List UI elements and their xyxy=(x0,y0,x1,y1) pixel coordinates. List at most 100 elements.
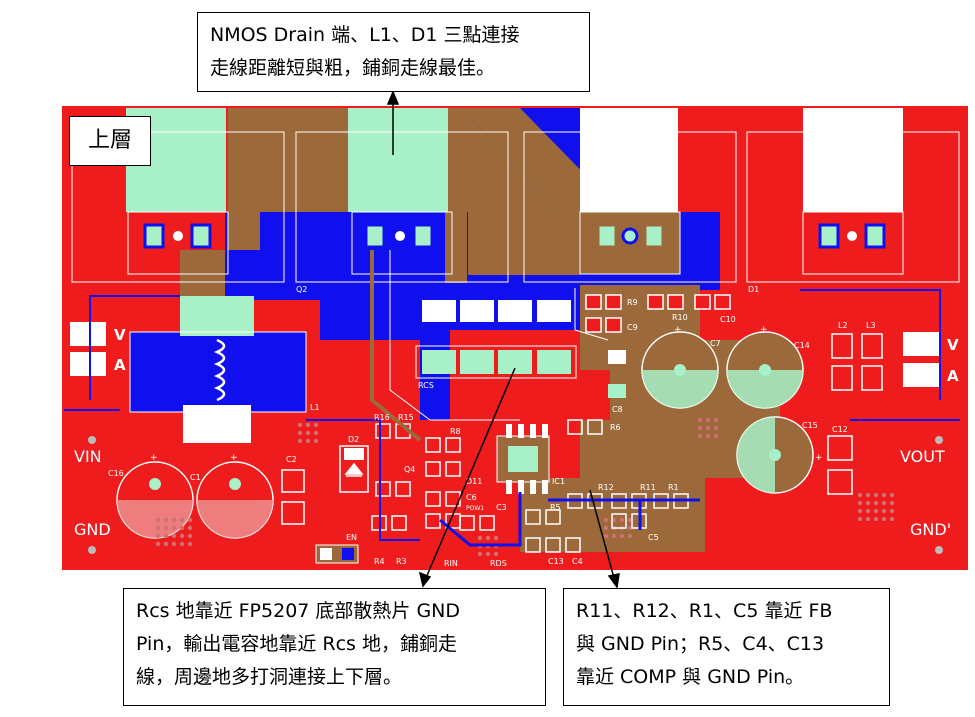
stitching-via xyxy=(865,492,871,498)
stitching-via xyxy=(313,438,319,444)
stitching-via xyxy=(881,516,887,522)
stitching-via xyxy=(477,535,483,541)
net-vin: VIN xyxy=(74,447,102,466)
stitching-via xyxy=(627,517,633,523)
stitching-via xyxy=(865,516,871,522)
net-v-right: V xyxy=(947,336,959,354)
to220-leg-pads xyxy=(143,223,886,249)
ref-pow1: POW1 xyxy=(466,505,484,512)
ref-d1: D1 xyxy=(748,285,759,294)
l1-pad-bottom xyxy=(183,405,251,443)
stitching-via xyxy=(179,517,185,523)
ref-c7: C7 xyxy=(710,339,721,348)
stitching-via xyxy=(155,517,161,523)
ref-c15: C15 xyxy=(802,421,818,430)
stitching-via xyxy=(619,517,625,523)
d-right-outline xyxy=(746,131,960,283)
q-left-outline xyxy=(71,131,285,283)
callout-bottom-right-line2: 與 GND Pin；R5、C4、C13 xyxy=(576,633,825,655)
stitching-via xyxy=(697,433,703,439)
callout-bottom-right-line3: 靠近 COMP 與 GND Pin。 xyxy=(576,666,805,688)
c-pad-white xyxy=(608,350,626,364)
stitching-via xyxy=(857,500,863,506)
stitching-via xyxy=(493,551,499,557)
stitching-via xyxy=(873,492,879,498)
ref-l1: L1 xyxy=(310,403,320,412)
q2-body xyxy=(351,211,453,275)
callout-top-line2: 走線距離短與粗，鋪銅走線最佳。 xyxy=(210,57,496,79)
net-a-right: A xyxy=(947,367,959,385)
stitching-via xyxy=(305,438,311,444)
ref-c8: C8 xyxy=(612,405,623,414)
q2-outline xyxy=(295,131,509,283)
ref-c6: C6 xyxy=(466,493,477,502)
l2-l3-outlines xyxy=(281,333,883,525)
ref-c4: C4 xyxy=(572,557,583,566)
r9-r10-c9-c10-pads xyxy=(585,294,731,333)
polarity-c7: + xyxy=(674,325,682,335)
ref-rcs: RCS xyxy=(418,381,434,390)
stitching-via xyxy=(705,425,711,431)
stitching-via xyxy=(485,535,491,541)
ref-c5: C5 xyxy=(648,533,659,542)
ref-ic1: IC1 xyxy=(552,477,565,486)
stitching-via xyxy=(857,492,863,498)
ic1-thermal-pad xyxy=(508,446,538,472)
stitching-via xyxy=(865,508,871,514)
ref-c13: C13 xyxy=(548,557,564,566)
stitching-via xyxy=(705,417,711,423)
stitching-via xyxy=(889,516,895,522)
top-copper-drain xyxy=(445,108,467,283)
stitching-via xyxy=(305,422,311,428)
ref-c1: C1 xyxy=(190,473,201,482)
ref-r10: R10 xyxy=(672,313,688,322)
polarity-c15: + xyxy=(815,453,823,463)
en-pin-1 xyxy=(320,548,332,560)
stitching-via xyxy=(163,517,169,523)
callout-top: NMOS Drain 端、L1、D1 三點連接 走線距離短與粗，鋪銅走線最佳。 xyxy=(197,12,590,92)
stitching-via xyxy=(297,422,303,428)
q-left-body xyxy=(127,211,229,275)
net-v-left: V xyxy=(114,326,126,344)
ref-l2: L2 xyxy=(838,321,848,330)
ref-d2: D2 xyxy=(348,435,359,444)
callout-bottom-left: Rcs 地靠近 FP5207 底部散熱片 GND Pin，輸出電容地靠近 Rcs… xyxy=(123,588,546,706)
net-a-left: A xyxy=(114,356,126,374)
l1-pad-top xyxy=(180,296,254,336)
capacitor-hatched-half xyxy=(117,370,803,538)
callout-bottom-right-line1: R11、R12、R1、C5 靠近 FB xyxy=(576,600,833,622)
stitching-via xyxy=(187,533,193,539)
callout-bottom-left-line2: Pin，輸出電容地靠近 Rcs 地，鋪銅走 xyxy=(136,633,457,655)
ref-c10: C10 xyxy=(720,315,736,324)
stitching-via xyxy=(171,533,177,539)
ref-r3: R3 xyxy=(396,557,407,566)
stitching-via xyxy=(313,430,319,436)
stitching-via xyxy=(155,541,161,547)
stitching-via xyxy=(163,533,169,539)
l1-coil-symbol xyxy=(213,338,226,402)
stitching-via xyxy=(627,533,633,539)
callout-arrows xyxy=(386,90,620,589)
ref-q4: Q4 xyxy=(404,465,415,474)
stitching-via xyxy=(313,422,319,428)
via-holes xyxy=(88,436,943,554)
stitching-via xyxy=(881,500,887,506)
stitching-via xyxy=(297,430,303,436)
ref-c9: C9 xyxy=(627,323,638,332)
stitching-via xyxy=(187,517,193,523)
stitching-via xyxy=(713,417,719,423)
rcs-ground-outline xyxy=(415,345,577,379)
stitching-via xyxy=(697,425,703,431)
stitching-via xyxy=(603,517,609,523)
stitching-via xyxy=(865,500,871,506)
c8-pad xyxy=(608,384,626,398)
polarity-c14: + xyxy=(760,325,768,335)
stitching-via xyxy=(493,535,499,541)
stitching-via xyxy=(187,541,193,547)
ref-r5: R5 xyxy=(550,503,561,512)
stitching-via xyxy=(603,533,609,539)
stitching-via xyxy=(857,508,863,514)
pcb-traces xyxy=(64,250,960,547)
net-gnd-right: GND' xyxy=(910,520,951,539)
polarity-c16: + xyxy=(150,453,158,463)
